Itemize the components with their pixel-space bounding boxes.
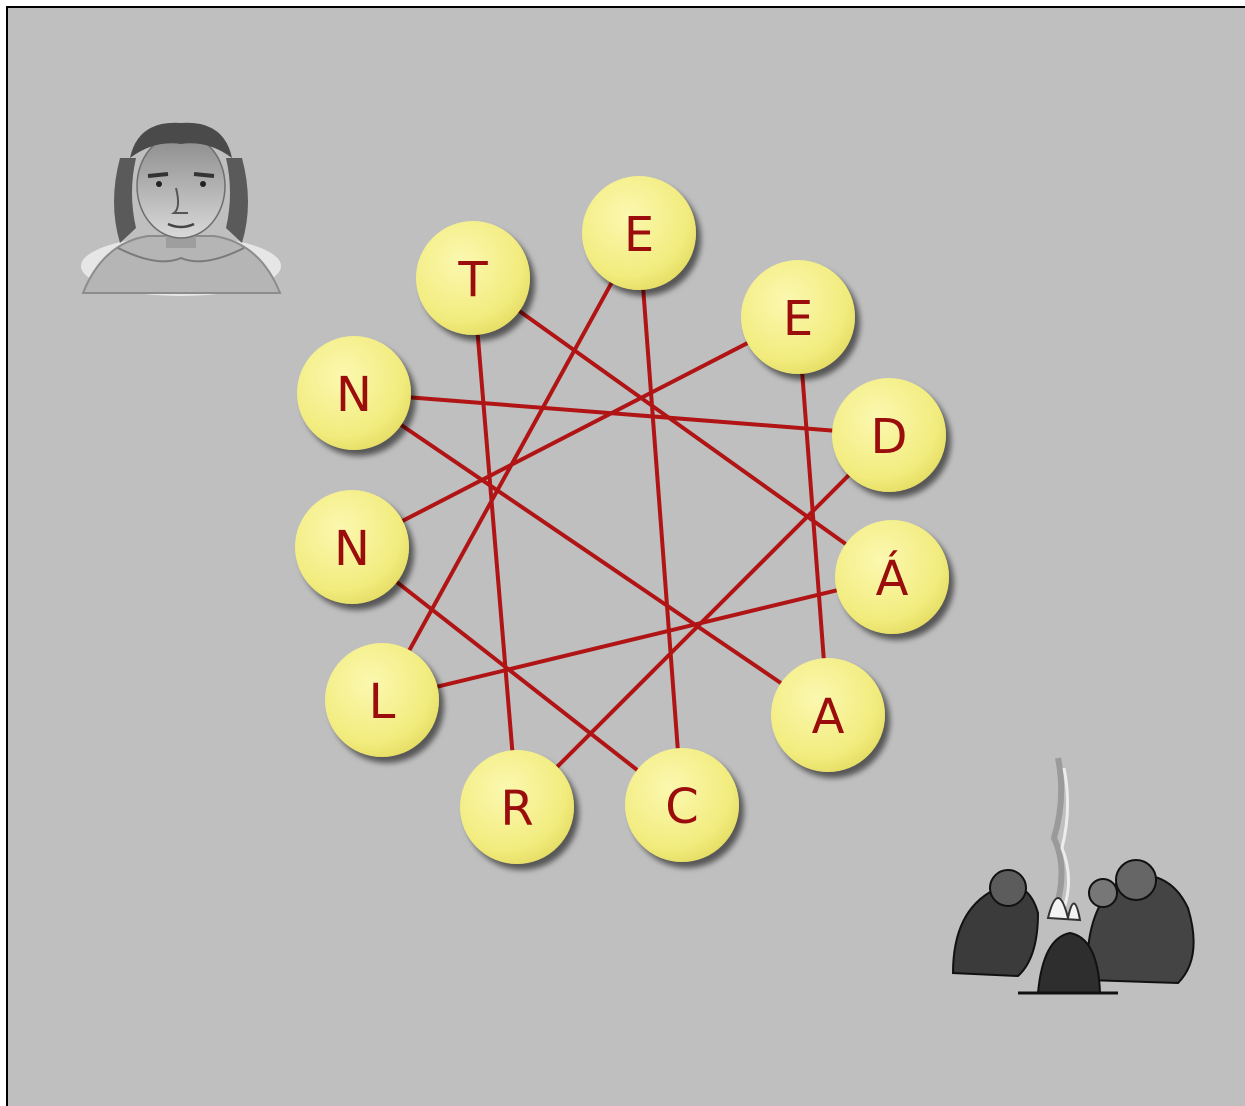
letter-node[interactable]: A <box>771 658 885 772</box>
letter-node[interactable]: E <box>741 260 855 374</box>
letter-node-label: R <box>500 781 533 837</box>
connection-line <box>407 397 836 431</box>
puzzle-canvas: E E D Á A C R L N N T <box>6 6 1245 1106</box>
letter-node[interactable]: Á <box>835 520 949 634</box>
cave-family-campfire-icon <box>953 758 1194 993</box>
letter-node-label: L <box>369 674 396 730</box>
letter-node-label: E <box>624 207 654 263</box>
connection-line <box>434 589 841 687</box>
letter-node[interactable]: E <box>582 176 696 290</box>
letter-node[interactable]: D <box>832 378 946 492</box>
letter-node-label: Á <box>876 550 909 607</box>
letter-node[interactable]: N <box>297 336 411 450</box>
letter-node-label: N <box>334 521 370 577</box>
letter-node[interactable]: L <box>325 643 439 757</box>
letter-node-label: A <box>812 689 845 745</box>
connection-line <box>398 423 784 685</box>
connection-line <box>477 331 512 754</box>
letter-node[interactable]: R <box>460 750 574 864</box>
letter-node-label: D <box>871 409 908 465</box>
letter-node-label: C <box>665 779 699 835</box>
connection-line <box>643 286 678 752</box>
letter-node-label: T <box>457 252 488 308</box>
letter-node[interactable]: C <box>625 748 739 862</box>
letter-node[interactable]: N <box>295 490 409 604</box>
letter-wheel-diagram: E E D Á A C R L N N T <box>8 8 1245 1106</box>
letter-nodes: E E D Á A C R L N N T <box>295 176 949 864</box>
letter-node-label: E <box>783 291 813 347</box>
letter-node-label: N <box>336 367 372 423</box>
caveman-portrait-icon <box>81 123 281 296</box>
letter-node[interactable]: T <box>416 221 530 335</box>
connection-line <box>399 341 751 522</box>
